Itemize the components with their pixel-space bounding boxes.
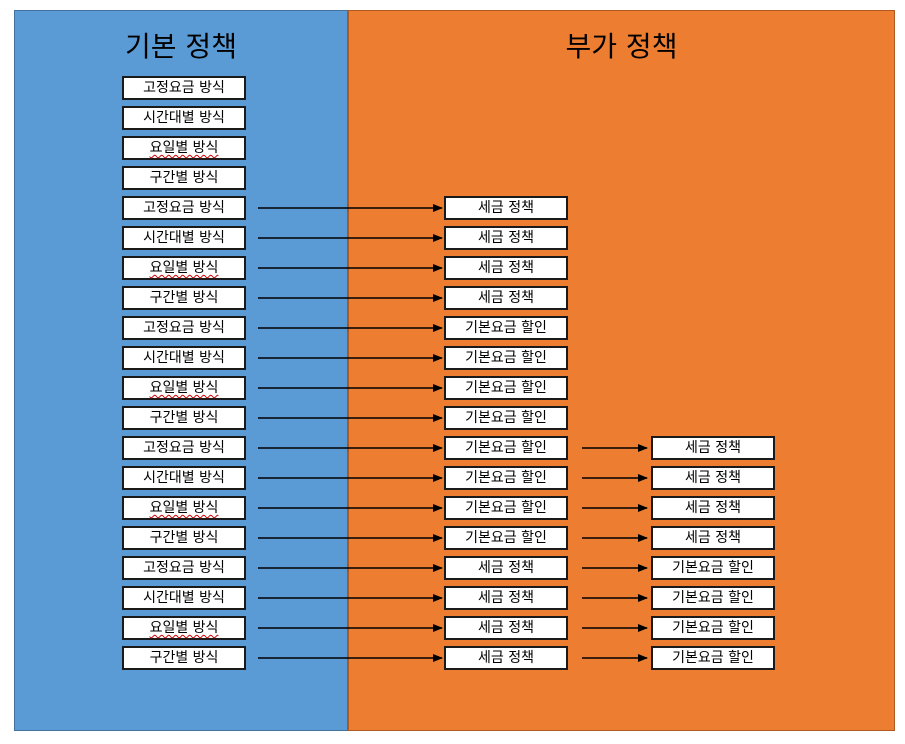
additional-policy-box-label: 기본요금 할인 [465, 320, 547, 336]
basic-policy-box: 요일별 방식 [122, 616, 246, 640]
basic-policy-box-label: 요일별 방식 [149, 500, 219, 516]
basic-policy-box-label: 구간별 방식 [149, 170, 219, 186]
basic-policy-box-label: 구간별 방식 [149, 530, 219, 546]
basic-policy-box: 구간별 방식 [122, 646, 246, 670]
basic-policy-box: 요일별 방식 [122, 136, 246, 160]
basic-policy-title: 기본 정책 [125, 30, 237, 63]
additional-policy-box: 기본요금 할인 [444, 436, 568, 460]
basic-policy-box: 고정요금 방식 [122, 76, 246, 100]
basic-policy-box: 구간별 방식 [122, 406, 246, 430]
second-additional-policy-box-label: 세금 정책 [685, 470, 741, 486]
additional-policy-box-label: 기본요금 할인 [465, 440, 547, 456]
basic-policy-box-label: 고정요금 방식 [143, 320, 225, 336]
basic-policy-box: 요일별 방식 [122, 376, 246, 400]
additional-policy-box-label: 기본요금 할인 [465, 350, 547, 366]
additional-policy-box-label: 세금 정책 [478, 290, 534, 306]
basic-policy-box-label: 시간대별 방식 [143, 350, 225, 366]
basic-policy-box-label: 고정요금 방식 [143, 560, 225, 576]
second-additional-policy-box-label: 세금 정책 [685, 500, 741, 516]
additional-policy-box: 세금 정책 [444, 286, 568, 310]
basic-policy-box: 구간별 방식 [122, 166, 246, 190]
basic-policy-box-label: 시간대별 방식 [143, 470, 225, 486]
second-additional-policy-box: 기본요금 할인 [651, 586, 775, 610]
basic-policy-box: 시간대별 방식 [122, 346, 246, 370]
basic-policy-box: 시간대별 방식 [122, 106, 246, 130]
additional-policy-box-label: 세금 정책 [478, 200, 534, 216]
basic-policy-box-label: 시간대별 방식 [143, 110, 225, 126]
additional-policy-box-label: 기본요금 할인 [465, 500, 547, 516]
second-additional-policy-box: 세금 정책 [651, 466, 775, 490]
additional-policy-box: 기본요금 할인 [444, 346, 568, 370]
second-additional-policy-box: 세금 정책 [651, 436, 775, 460]
basic-policy-box: 고정요금 방식 [122, 556, 246, 580]
additional-policy-box-label: 세금 정책 [478, 620, 534, 636]
additional-policy-box: 세금 정책 [444, 616, 568, 640]
additional-policy-box: 세금 정책 [444, 196, 568, 220]
second-additional-policy-box-label: 세금 정책 [685, 530, 741, 546]
additional-policy-title: 부가 정책 [565, 30, 678, 63]
basic-policy-box-label: 요일별 방식 [149, 380, 219, 396]
additional-policy-box-label: 세금 정책 [478, 590, 534, 606]
basic-policy-box-label: 구간별 방식 [149, 410, 219, 426]
additional-policy-box: 기본요금 할인 [444, 376, 568, 400]
second-additional-policy-box-label: 기본요금 할인 [672, 620, 754, 636]
basic-policy-panel: 기본 정책 [14, 10, 348, 731]
additional-policy-box-label: 세금 정책 [478, 260, 534, 276]
basic-policy-box-label: 요일별 방식 [149, 620, 219, 636]
additional-policy-box: 기본요금 할인 [444, 526, 568, 550]
basic-policy-box: 시간대별 방식 [122, 226, 246, 250]
basic-policy-box: 시간대별 방식 [122, 466, 246, 490]
basic-policy-box-label: 구간별 방식 [149, 290, 219, 306]
additional-policy-box: 세금 정책 [444, 226, 568, 250]
additional-policy-box: 기본요금 할인 [444, 406, 568, 430]
second-additional-policy-box: 세금 정책 [651, 496, 775, 520]
additional-policy-panel: 부가 정책 [348, 10, 895, 731]
basic-policy-box: 요일별 방식 [122, 256, 246, 280]
additional-policy-box-label: 기본요금 할인 [465, 410, 547, 426]
basic-policy-box: 고정요금 방식 [122, 316, 246, 340]
additional-policy-box: 기본요금 할인 [444, 316, 568, 340]
basic-policy-box-label: 요일별 방식 [149, 140, 219, 156]
basic-policy-box: 구간별 방식 [122, 526, 246, 550]
second-additional-policy-box: 기본요금 할인 [651, 556, 775, 580]
basic-policy-box-label: 고정요금 방식 [143, 440, 225, 456]
additional-policy-box: 세금 정책 [444, 256, 568, 280]
additional-policy-box: 세금 정책 [444, 556, 568, 580]
second-additional-policy-box-label: 기본요금 할인 [672, 650, 754, 666]
additional-policy-box-label: 세금 정책 [478, 560, 534, 576]
additional-policy-box: 세금 정책 [444, 646, 568, 670]
second-additional-policy-box: 기본요금 할인 [651, 646, 775, 670]
basic-policy-box: 고정요금 방식 [122, 436, 246, 460]
basic-policy-box-label: 시간대별 방식 [143, 590, 225, 606]
basic-policy-box-label: 시간대별 방식 [143, 230, 225, 246]
basic-policy-box: 구간별 방식 [122, 286, 246, 310]
basic-policy-box-label: 요일별 방식 [149, 260, 219, 276]
additional-policy-box-label: 세금 정책 [478, 230, 534, 246]
basic-policy-box: 시간대별 방식 [122, 586, 246, 610]
additional-policy-box: 기본요금 할인 [444, 466, 568, 490]
second-additional-policy-box: 세금 정책 [651, 526, 775, 550]
additional-policy-box-label: 기본요금 할인 [465, 530, 547, 546]
second-additional-policy-box-label: 세금 정책 [685, 440, 741, 456]
second-additional-policy-box-label: 기본요금 할인 [672, 590, 754, 606]
basic-policy-box-label: 고정요금 방식 [143, 80, 225, 96]
additional-policy-box: 기본요금 할인 [444, 496, 568, 520]
basic-policy-box: 요일별 방식 [122, 496, 246, 520]
additional-policy-box: 세금 정책 [444, 586, 568, 610]
basic-policy-box-label: 고정요금 방식 [143, 200, 225, 216]
second-additional-policy-box-label: 기본요금 할인 [672, 560, 754, 576]
additional-policy-box-label: 세금 정책 [478, 650, 534, 666]
basic-policy-box: 고정요금 방식 [122, 196, 246, 220]
second-additional-policy-box: 기본요금 할인 [651, 616, 775, 640]
additional-policy-box-label: 기본요금 할인 [465, 470, 547, 486]
additional-policy-box-label: 기본요금 할인 [465, 380, 547, 396]
basic-policy-box-label: 구간별 방식 [149, 650, 219, 666]
